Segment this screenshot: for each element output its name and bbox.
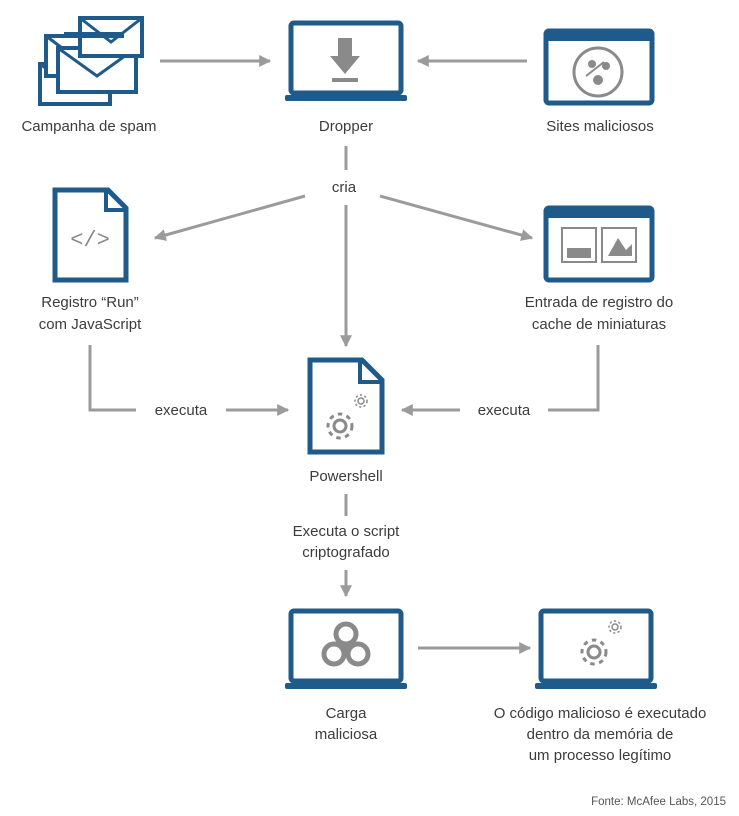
download-laptop-icon: [285, 23, 407, 101]
gear-file-icon: [307, 357, 385, 455]
thumbnail-laptop-icon: [543, 205, 655, 283]
sites-label: Sites maliciosos: [546, 118, 654, 135]
thumb-cache-label-2: cache de miniaturas: [532, 316, 666, 333]
thumb-cache-label-1: Entrada de registro do: [525, 294, 673, 311]
malware-bug-laptop-icon: [543, 28, 655, 106]
edge-registry-powershell-a: [88, 345, 136, 412]
executa-right-label: executa: [478, 402, 531, 419]
edge-cria-thumb: [379, 194, 534, 241]
memory-exec-label-1: O código malicioso é executado: [494, 705, 707, 722]
script-label-1: Executa o script: [293, 523, 401, 540]
edge-thumb-powershell-a: [548, 345, 600, 412]
registry-run-label-1: Registro “Run”: [41, 294, 139, 311]
email-stack-icon: [38, 16, 144, 106]
svg-text:</>: </>: [70, 228, 110, 253]
executa-left-label: executa: [155, 402, 208, 419]
script-label-2: criptografado: [302, 544, 390, 561]
gear-laptop-icon: [535, 611, 657, 689]
biohazard-laptop-icon: [285, 611, 407, 689]
memory-exec-label-3: um processo legítimo: [529, 747, 672, 764]
payload-label-1: Carga: [326, 705, 368, 722]
source-credit: Fonte: McAfee Labs, 2015: [591, 796, 726, 808]
memory-exec-label-2: dentro da memória de: [527, 726, 674, 743]
powershell-label: Powershell: [309, 468, 382, 485]
cria-label: cria: [332, 179, 357, 196]
code-file-icon: </>: [52, 187, 129, 283]
connectors: [88, 55, 600, 654]
spam-label: Campanha de spam: [21, 118, 156, 135]
dropper-label: Dropper: [319, 118, 373, 135]
edge-cria-registry: [153, 194, 306, 241]
registry-run-label-2: com JavaScript: [39, 316, 142, 333]
payload-label-2: maliciosa: [315, 726, 378, 743]
